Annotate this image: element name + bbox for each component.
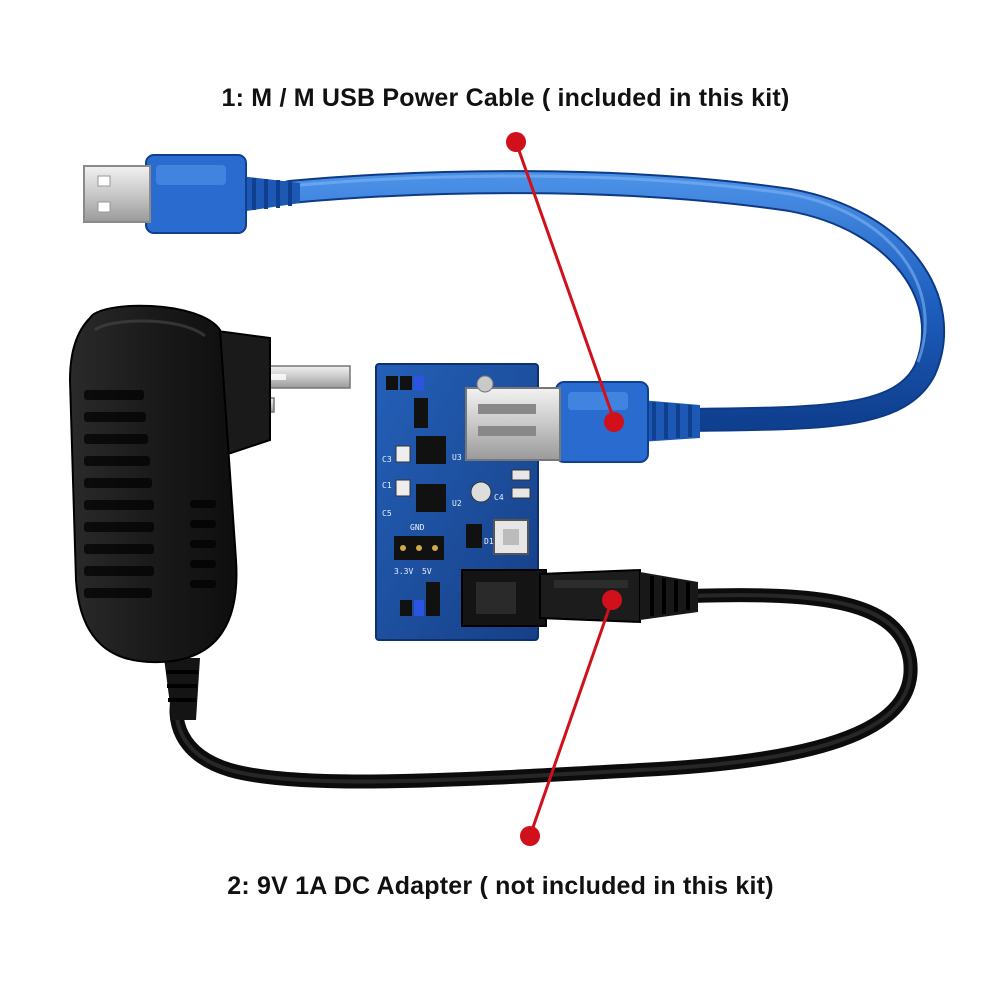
dc-adapter-caption: 2: 9V 1A DC Adapter ( not included in th… (227, 872, 774, 900)
usb-strain-relief-left (240, 176, 300, 212)
board-label-3v3: 3.3V (394, 567, 413, 576)
board-label-gnd: GND (410, 523, 425, 532)
callout-dot-icon (506, 132, 526, 152)
callout-dot-icon (602, 590, 622, 610)
board-label-c5: C5 (382, 509, 392, 518)
board-label-5v: 5V (422, 567, 432, 576)
callout-dc (520, 590, 622, 846)
usb-socket (465, 387, 561, 461)
callout-dot-icon (604, 412, 624, 432)
wall-adapter-icon (68, 304, 351, 664)
board-label-c1: C1 (382, 481, 392, 490)
callout-dot-icon (520, 826, 540, 846)
board-label-c3: C3 (382, 455, 392, 464)
callout-usb (506, 132, 624, 432)
power-module-board-icon: C3 C1 C5 C4 U3 U2 D1 GND 3.3V 5V (375, 363, 561, 641)
board-label-u2: U2 (452, 499, 462, 508)
board-label-u3: U3 (452, 453, 462, 462)
usb-strain-relief-right (640, 400, 700, 442)
usb-a-plug-icon (83, 154, 247, 234)
usb-cable (83, 154, 946, 463)
usb-cable-caption: 1: M / M USB Power Cable ( included in t… (221, 84, 790, 112)
board-label-c4: C4 (494, 493, 504, 502)
board-label-d1: D1 (484, 537, 494, 546)
board-silkscreen: C3 C1 C5 C4 U3 U2 D1 GND 3.3V 5V (382, 453, 504, 576)
